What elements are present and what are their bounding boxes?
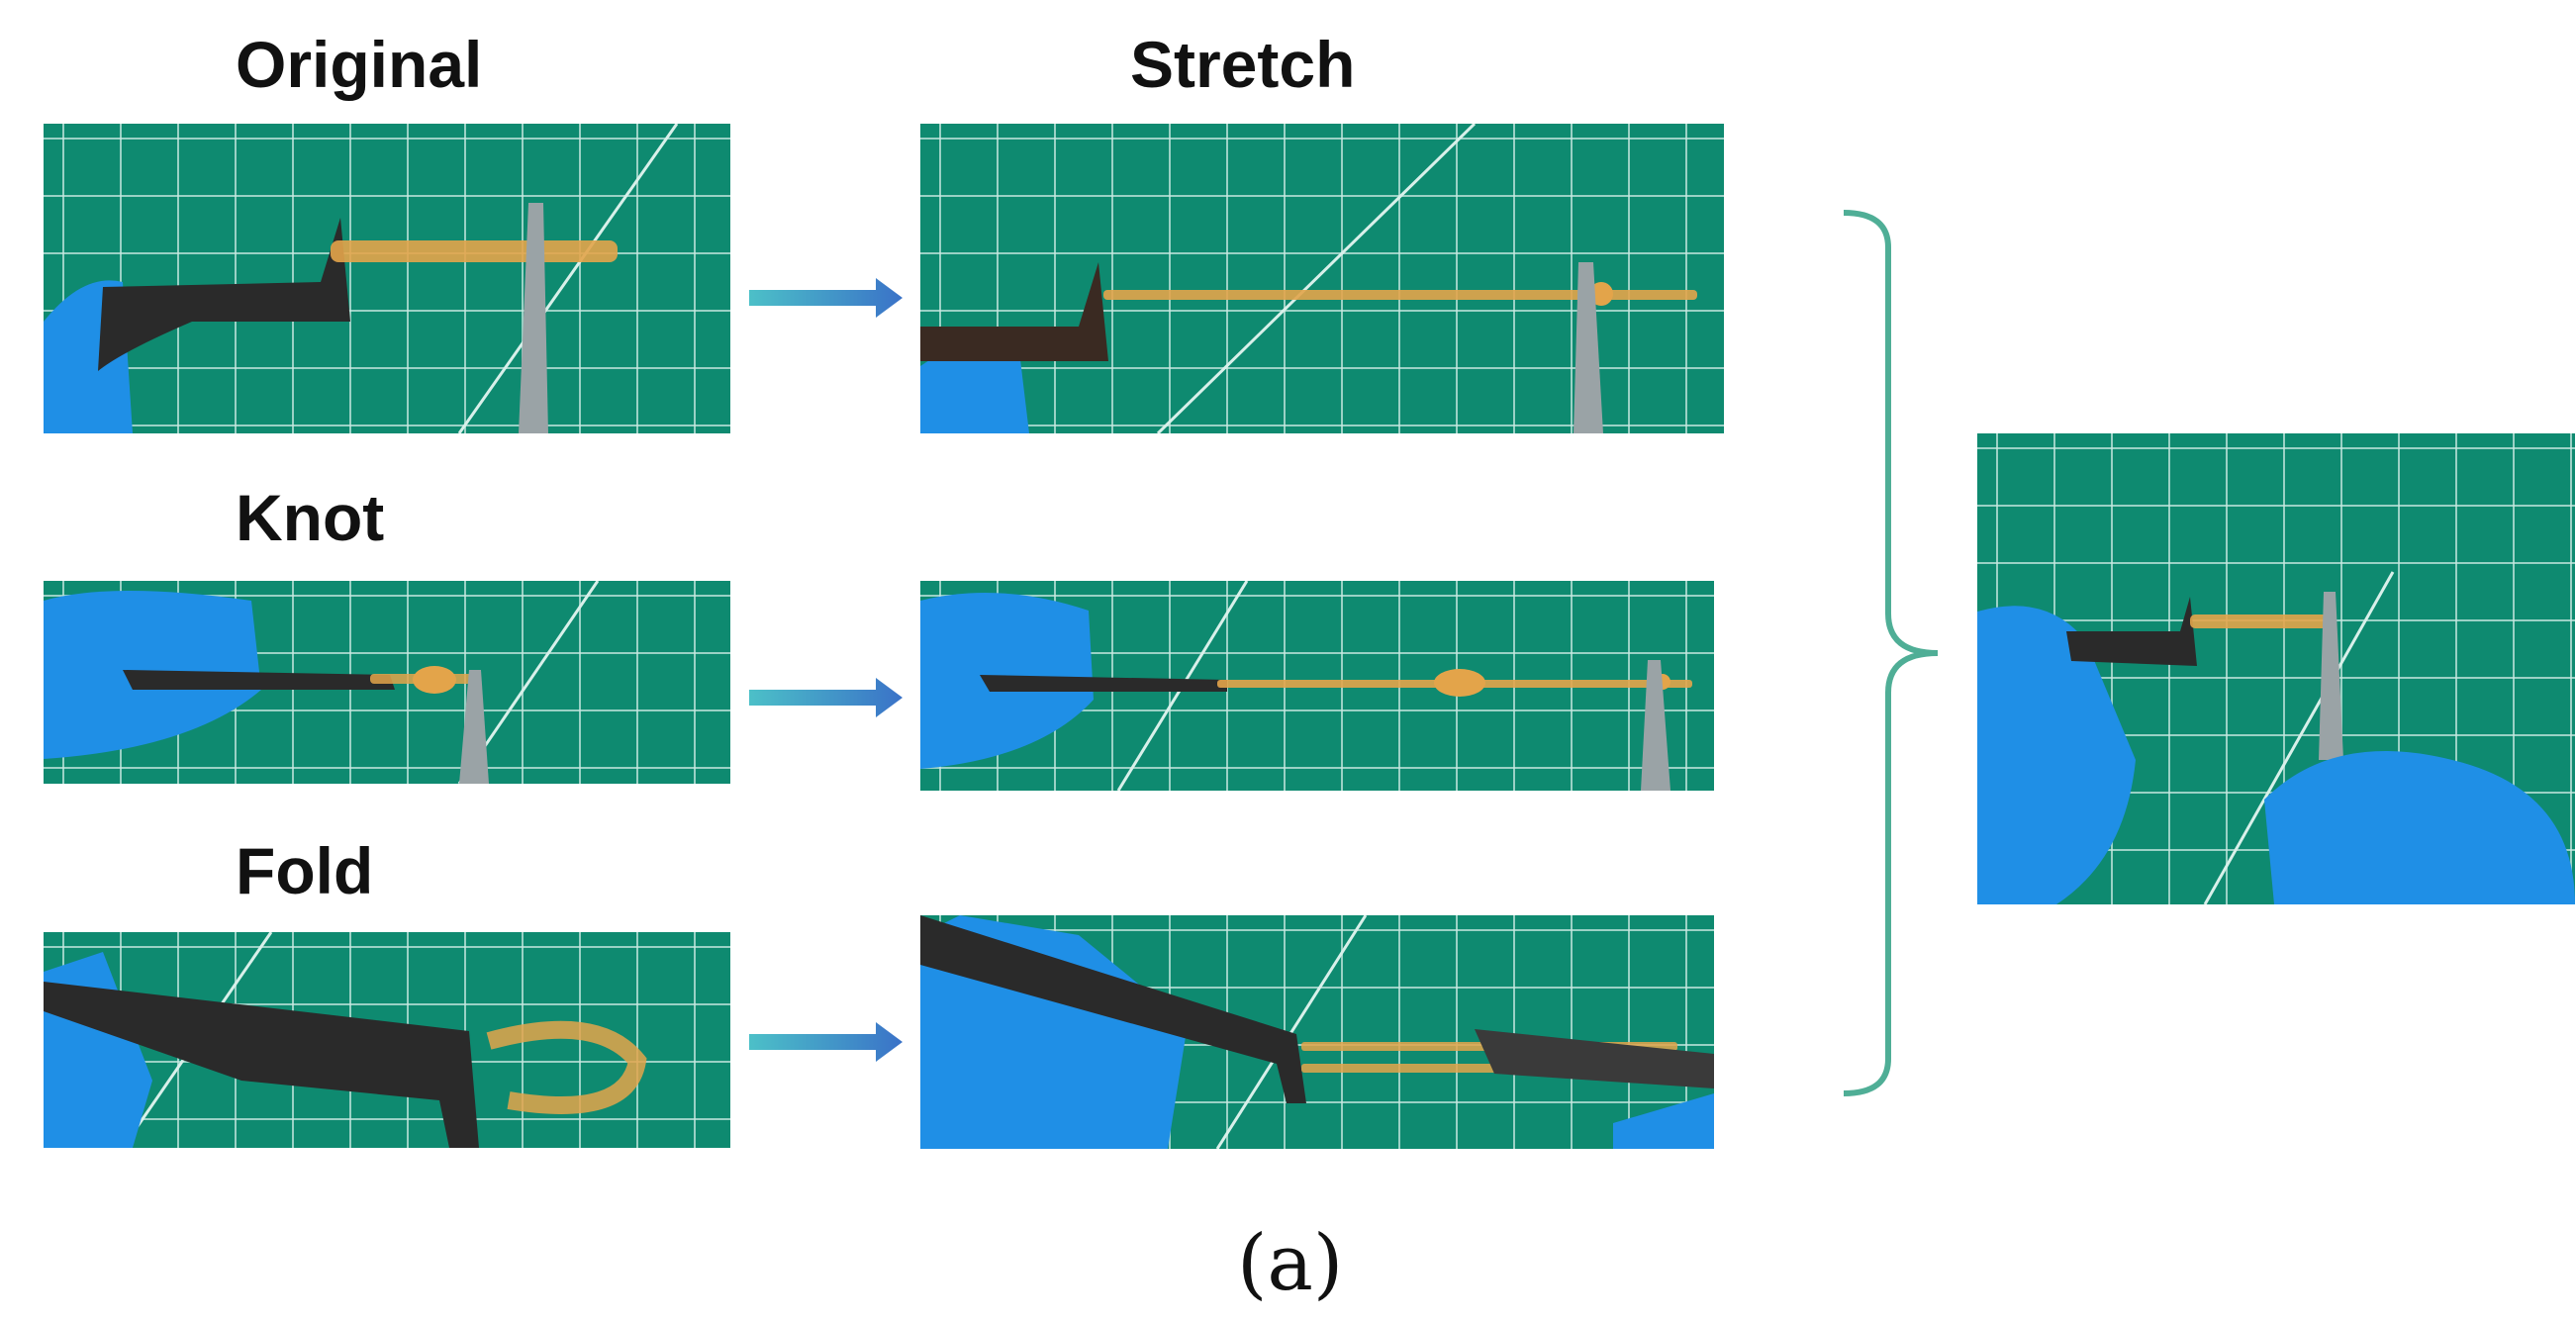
right-arrow-icon [749,678,903,717]
tweezers-shape [98,218,350,371]
right-curly-brace [1843,210,1939,1096]
photo-stretched-fold [920,915,1714,1149]
photo-stretched-original [920,124,1724,433]
right-arrow-icon [749,1022,903,1062]
sample-shape [331,240,618,262]
photo-stretched-knot [920,581,1714,791]
label-original: Original [236,28,483,101]
photo-fold [44,932,730,1148]
right-arrow-icon [749,278,903,318]
label-knot: Knot [236,481,385,554]
label-fold: Fold [236,834,374,907]
photo-knot [44,581,730,784]
figure-caption: (a) [1237,1219,1344,1308]
label-stretch: Stretch [1130,28,1356,101]
photo-combined-result [1977,433,2575,904]
photo-original [44,124,730,433]
